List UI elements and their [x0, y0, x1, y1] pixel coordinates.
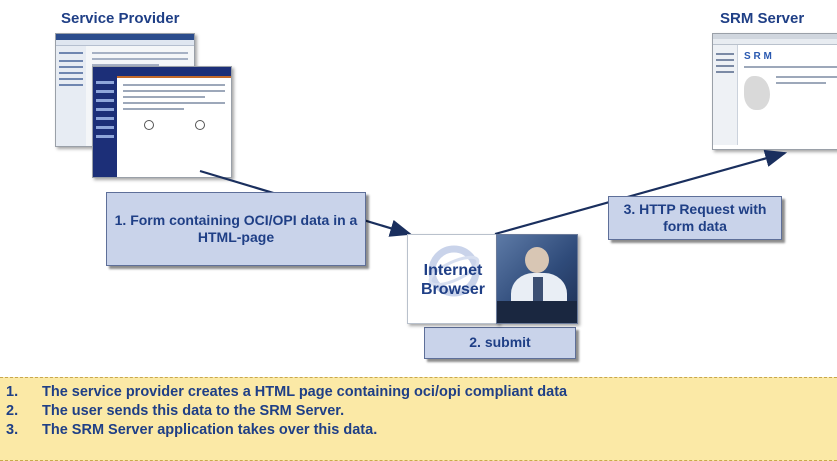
srm-server-heading: SRM Server	[720, 10, 805, 27]
browser-label-line2: Browser	[420, 281, 486, 299]
internet-browser-box: Internet Browser	[407, 234, 499, 324]
footer-item: 1. The service provider creates a HTML p…	[6, 384, 568, 400]
srm-logo: S R M	[744, 51, 772, 62]
person-photo	[496, 234, 578, 324]
srm-server-page: S R M	[712, 33, 837, 150]
internet-explorer-icon	[428, 245, 480, 297]
summary-footer: 1. The service provider creates a HTML p…	[0, 377, 837, 461]
arrow-browser-to-srm	[494, 149, 788, 236]
footer-item: 2. The user sends this data to the SRM S…	[6, 403, 345, 419]
service-provider-heading: Service Provider	[61, 10, 180, 27]
service-provider-page-front	[92, 66, 232, 178]
step2-box: 2. submit	[424, 327, 576, 359]
step1-box: 1. Form containing OCI/OPI data in a HTM…	[106, 192, 366, 266]
step3-box: 3. HTTP Request with form data	[608, 196, 782, 240]
footer-item: 3. The SRM Server application takes over…	[6, 422, 378, 438]
browser-label-line1: Internet	[423, 262, 483, 279]
